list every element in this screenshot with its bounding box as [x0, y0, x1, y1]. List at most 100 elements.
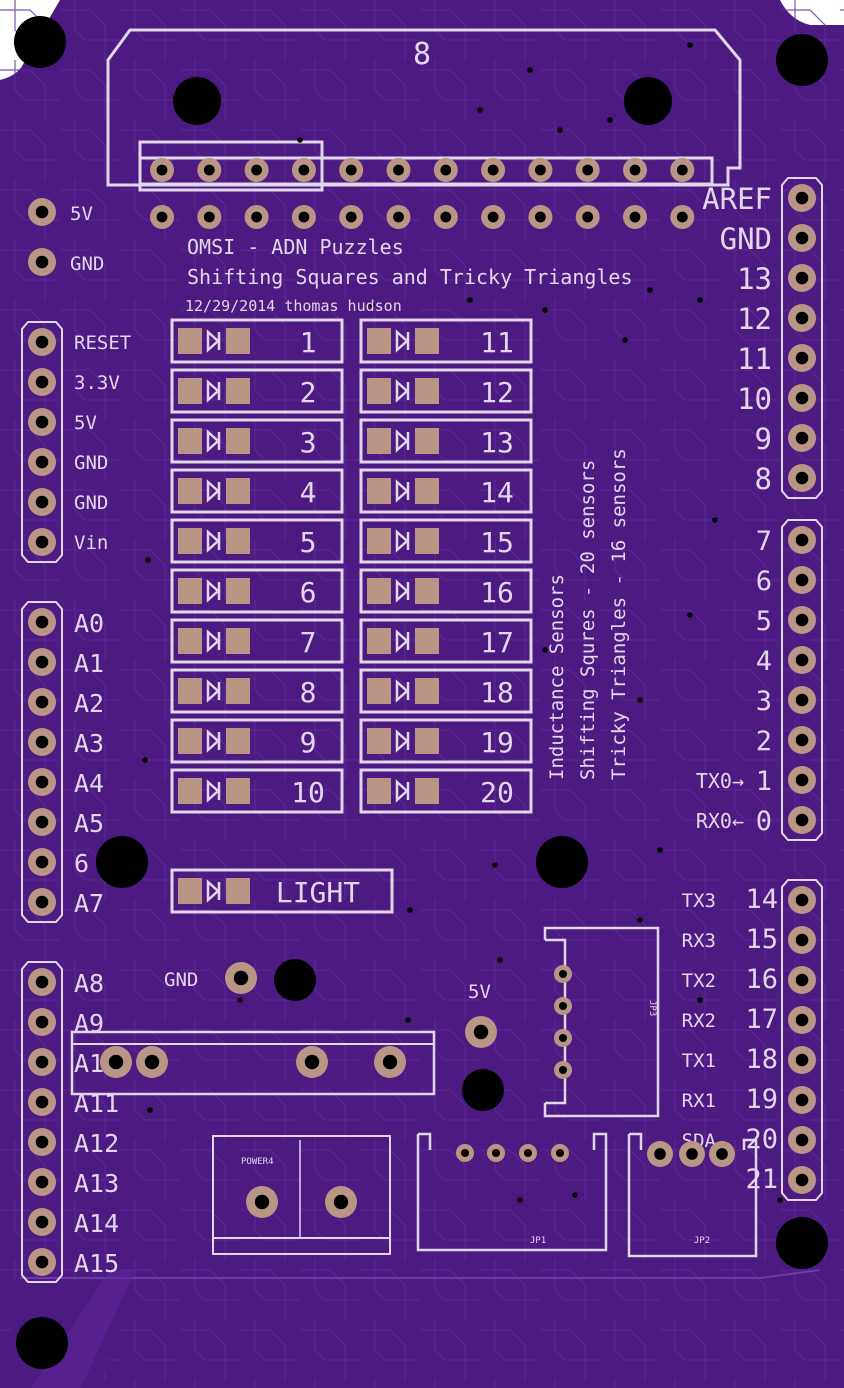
sensor-pad: [415, 528, 439, 554]
via: [405, 1017, 411, 1023]
light-sensor: [170, 868, 394, 914]
light-sensor-pad: [226, 878, 250, 904]
digital-header-mid-outline: [781, 519, 823, 841]
sensor-number: 4: [300, 476, 317, 509]
sensor-diode-icon: [395, 329, 410, 353]
power-header-label: GND: [74, 452, 108, 474]
note-tricky: Tricky Triangles - 16 sensors: [608, 448, 630, 780]
sensor-number: 13: [480, 426, 514, 459]
serial-prefix: TX0→: [696, 769, 744, 793]
via: [492, 862, 498, 868]
analog2-header-outline: [21, 961, 63, 1283]
sensor-pad: [415, 628, 439, 654]
via: [637, 917, 643, 923]
sensor: [170, 618, 344, 664]
sensor-pad: [226, 528, 250, 554]
via: [527, 67, 533, 73]
digital-label: 2: [756, 726, 772, 757]
via: [369, 302, 375, 308]
sensor-diode-icon: [395, 729, 410, 753]
sensor-diode-icon: [206, 329, 221, 353]
connector-label: 8: [413, 37, 431, 72]
sensor-diode-icon: [395, 479, 410, 503]
sensor-number: 3: [300, 426, 317, 459]
analog2-label: A12: [74, 1129, 119, 1158]
gnd-label: GND: [164, 969, 198, 991]
analog-label: A1: [74, 649, 104, 678]
jp1-label: JP1: [530, 1236, 546, 1246]
power-header-outline: [21, 321, 63, 563]
power-pad-label: 5V: [70, 203, 93, 225]
sensor-pad: [226, 628, 250, 654]
comm-name: TX1: [682, 1050, 716, 1072]
sensor: [170, 718, 344, 764]
sensor: [359, 668, 533, 714]
sensor-diode-icon: [395, 579, 410, 603]
sensor-number: 8: [300, 676, 317, 709]
via: [687, 42, 693, 48]
via: [517, 1197, 523, 1203]
sensor: [359, 618, 533, 664]
sensor: [170, 468, 344, 514]
sensor-diode-icon: [395, 679, 410, 703]
sensor: [170, 418, 344, 464]
comm-number: 16: [745, 964, 778, 995]
sensor-pad: [367, 778, 391, 804]
via: [637, 697, 643, 703]
serial-prefix: RX0←: [696, 809, 744, 833]
sensor-number: 19: [480, 726, 514, 759]
mounting-hole: [274, 959, 316, 1001]
via: [467, 297, 473, 303]
silkscreen-text: OMSI - ADN Puzzles Shifting Squares and …: [164, 235, 710, 1246]
digital-label: 13: [737, 262, 772, 296]
comm-number: 19: [745, 1084, 778, 1115]
digital-label: 9: [755, 422, 772, 456]
analog-label: A2: [74, 689, 104, 718]
mounting-hole: [462, 1069, 504, 1111]
via: [622, 337, 628, 343]
sensor-pad: [367, 478, 391, 504]
via: [647, 287, 653, 293]
analog-label: 6: [74, 849, 89, 878]
sensor: [359, 418, 533, 464]
sensor-pad: [178, 678, 202, 704]
mounting-hole: [536, 836, 588, 888]
via: [542, 647, 548, 653]
sensor-pad: [367, 678, 391, 704]
analog-label: A0: [74, 609, 104, 638]
analog-label: A7: [74, 889, 104, 918]
light-label: LIGHT: [276, 876, 360, 909]
digital-label: 11: [737, 342, 772, 376]
analog2-label: A14: [74, 1209, 119, 1238]
via: [237, 997, 243, 1003]
digital-label: 12: [737, 302, 772, 336]
analog2-label: A8: [74, 969, 104, 998]
board-subtitle: Shifting Squares and Tricky Triangles: [187, 265, 633, 289]
light-sensor-diode-icon: [206, 879, 221, 903]
sensor-number: 18: [480, 676, 514, 709]
sensor-pad: [367, 628, 391, 654]
digital-label: 6: [756, 566, 772, 597]
board-byline: 12/29/2014 thomas hudson: [185, 297, 402, 315]
via: [477, 107, 483, 113]
analog-label: A5: [74, 809, 104, 838]
power-pad-label: GND: [70, 253, 104, 275]
sensor-number: 12: [480, 376, 514, 409]
light-sensor-pad: [178, 878, 202, 904]
via: [407, 907, 413, 913]
sensor-diode-icon: [206, 579, 221, 603]
sensor-number: 10: [291, 776, 325, 809]
sensor-diode-icon: [395, 779, 410, 803]
sensor-pad: [226, 428, 250, 454]
sensor-pad: [178, 578, 202, 604]
via: [142, 757, 148, 763]
digital-label: 5: [756, 606, 772, 637]
sensor: [170, 318, 344, 364]
comm-name: RX1: [682, 1090, 716, 1112]
comm-name: RX3: [682, 930, 716, 952]
sensor-diode-icon: [206, 629, 221, 653]
jp3-outline: [543, 926, 660, 1118]
power-header-label: 5V: [74, 412, 97, 434]
sensor: [359, 518, 533, 564]
